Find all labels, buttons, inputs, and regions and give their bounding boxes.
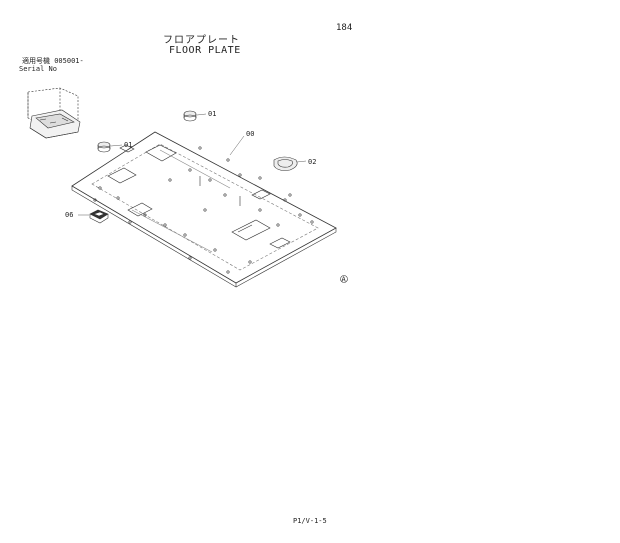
rubber-plug-top: [183, 110, 207, 122]
callout-01-top: 01: [208, 110, 216, 118]
callout-01-left: 01: [124, 141, 132, 149]
reference-mark-a: A: [340, 275, 348, 284]
callout-00: 00: [246, 130, 254, 138]
callout-02: 02: [308, 158, 316, 166]
leader-00: [229, 135, 245, 156]
cover: [78, 209, 109, 224]
callout-06: 06: [65, 211, 73, 219]
page-title: FLOOR PLATE: [169, 45, 241, 56]
footer-code: P1/V-1-5: [293, 517, 327, 525]
machine-location-inset: [27, 87, 81, 139]
serial-range-label: 適用号機 005001-: [22, 57, 84, 65]
grommet: [273, 156, 307, 171]
mark-a-label: A: [342, 276, 347, 284]
page-title-japanese: フロアプレート: [163, 35, 240, 46]
page-number: 184: [336, 23, 353, 33]
floor-plate: [71, 131, 337, 288]
serial-no-label: Serial No: [19, 65, 57, 73]
rubber-plug-left: [97, 141, 123, 153]
